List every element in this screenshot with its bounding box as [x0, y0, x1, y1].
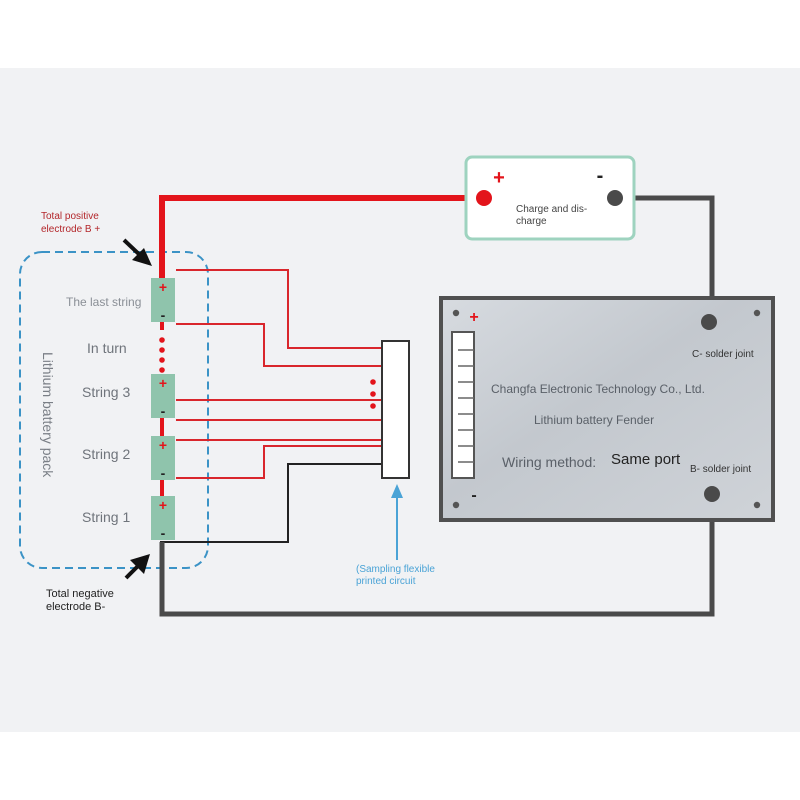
- board-b-joint-label: B- solder joint: [690, 464, 751, 475]
- label-string-1: String 1: [82, 509, 130, 525]
- sense-wires: [176, 269, 382, 479]
- board-plus-sign: +: [469, 309, 478, 326]
- board-screws: [452, 309, 761, 509]
- charger-negative-wire: [615, 195, 715, 322]
- charger-label-line1: Charge and dis-: [516, 204, 587, 215]
- cell-string-2: + -: [151, 436, 175, 481]
- charger-box: [464, 155, 636, 241]
- label-string-3: String 3: [82, 384, 130, 400]
- charger-positive-terminal: [476, 190, 492, 206]
- cell-string-3: + -: [151, 374, 175, 419]
- label-in-turn: In turn: [87, 340, 127, 356]
- svg-text:-: -: [161, 403, 166, 419]
- cell-last-string: + -: [151, 278, 175, 323]
- board-product: Lithium battery Fender: [534, 413, 654, 427]
- label-total-negative-line1: Total negative: [46, 588, 114, 600]
- cell-string-1: + -: [151, 496, 175, 541]
- board-connector-pins: [458, 349, 474, 463]
- charger-negative-terminal: [607, 190, 623, 206]
- board-c-joint-label: C- solder joint: [692, 349, 754, 360]
- board-c-terminal: [701, 314, 717, 330]
- charger-plus-sign: +: [493, 167, 505, 189]
- svg-text:+: +: [159, 279, 167, 295]
- negative-main-wire: [159, 494, 715, 617]
- battery-pack-outline: [19, 251, 209, 569]
- positive-main-wire: [159, 195, 485, 278]
- label-total-negative-line2: electrode B-: [46, 601, 106, 613]
- label-sampling-line1: (Sampling flexible: [356, 564, 435, 575]
- label-string-2: String 2: [82, 446, 130, 462]
- label-total-positive-line2: electrode B +: [41, 224, 100, 235]
- fpc-dots: [370, 379, 376, 409]
- board-wiring-value: Same port: [611, 451, 681, 468]
- sense-wire-string-1b: [176, 445, 382, 479]
- battery-pack-label: Lithium battery pack: [40, 352, 56, 478]
- board-company: Changfa Electronic Technology Co., Ltd.: [491, 382, 705, 396]
- arrow-total-negative: [124, 554, 150, 580]
- board-b-terminal: [704, 486, 720, 502]
- board-connector-socket: [451, 331, 475, 479]
- label-sampling-line2: printed circuit: [356, 576, 416, 587]
- board-wiring-label: Wiring method:: [502, 454, 596, 470]
- arrow-total-positive: [122, 238, 152, 266]
- svg-text:+: +: [159, 375, 167, 391]
- board-minus-sign: -: [471, 487, 476, 504]
- label-total-positive-line1: Total positive: [41, 211, 99, 222]
- svg-text:-: -: [161, 465, 166, 481]
- protection-board: [439, 296, 775, 522]
- sense-wire-negative: [160, 463, 382, 543]
- arrow-sampling: [391, 484, 403, 560]
- sense-wire-last-string: [176, 269, 382, 349]
- charger-minus-sign: -: [597, 165, 604, 187]
- fpc-connector: [381, 340, 410, 479]
- svg-text:-: -: [161, 307, 166, 323]
- in-turn-dots: [159, 337, 165, 373]
- label-the-last-string: The last string: [66, 295, 141, 309]
- charger-label-line2: charge: [516, 216, 547, 227]
- svg-text:+: +: [159, 437, 167, 453]
- svg-text:+: +: [159, 497, 167, 513]
- sense-wire-in-turn: [176, 323, 382, 367]
- svg-text:-: -: [161, 525, 166, 541]
